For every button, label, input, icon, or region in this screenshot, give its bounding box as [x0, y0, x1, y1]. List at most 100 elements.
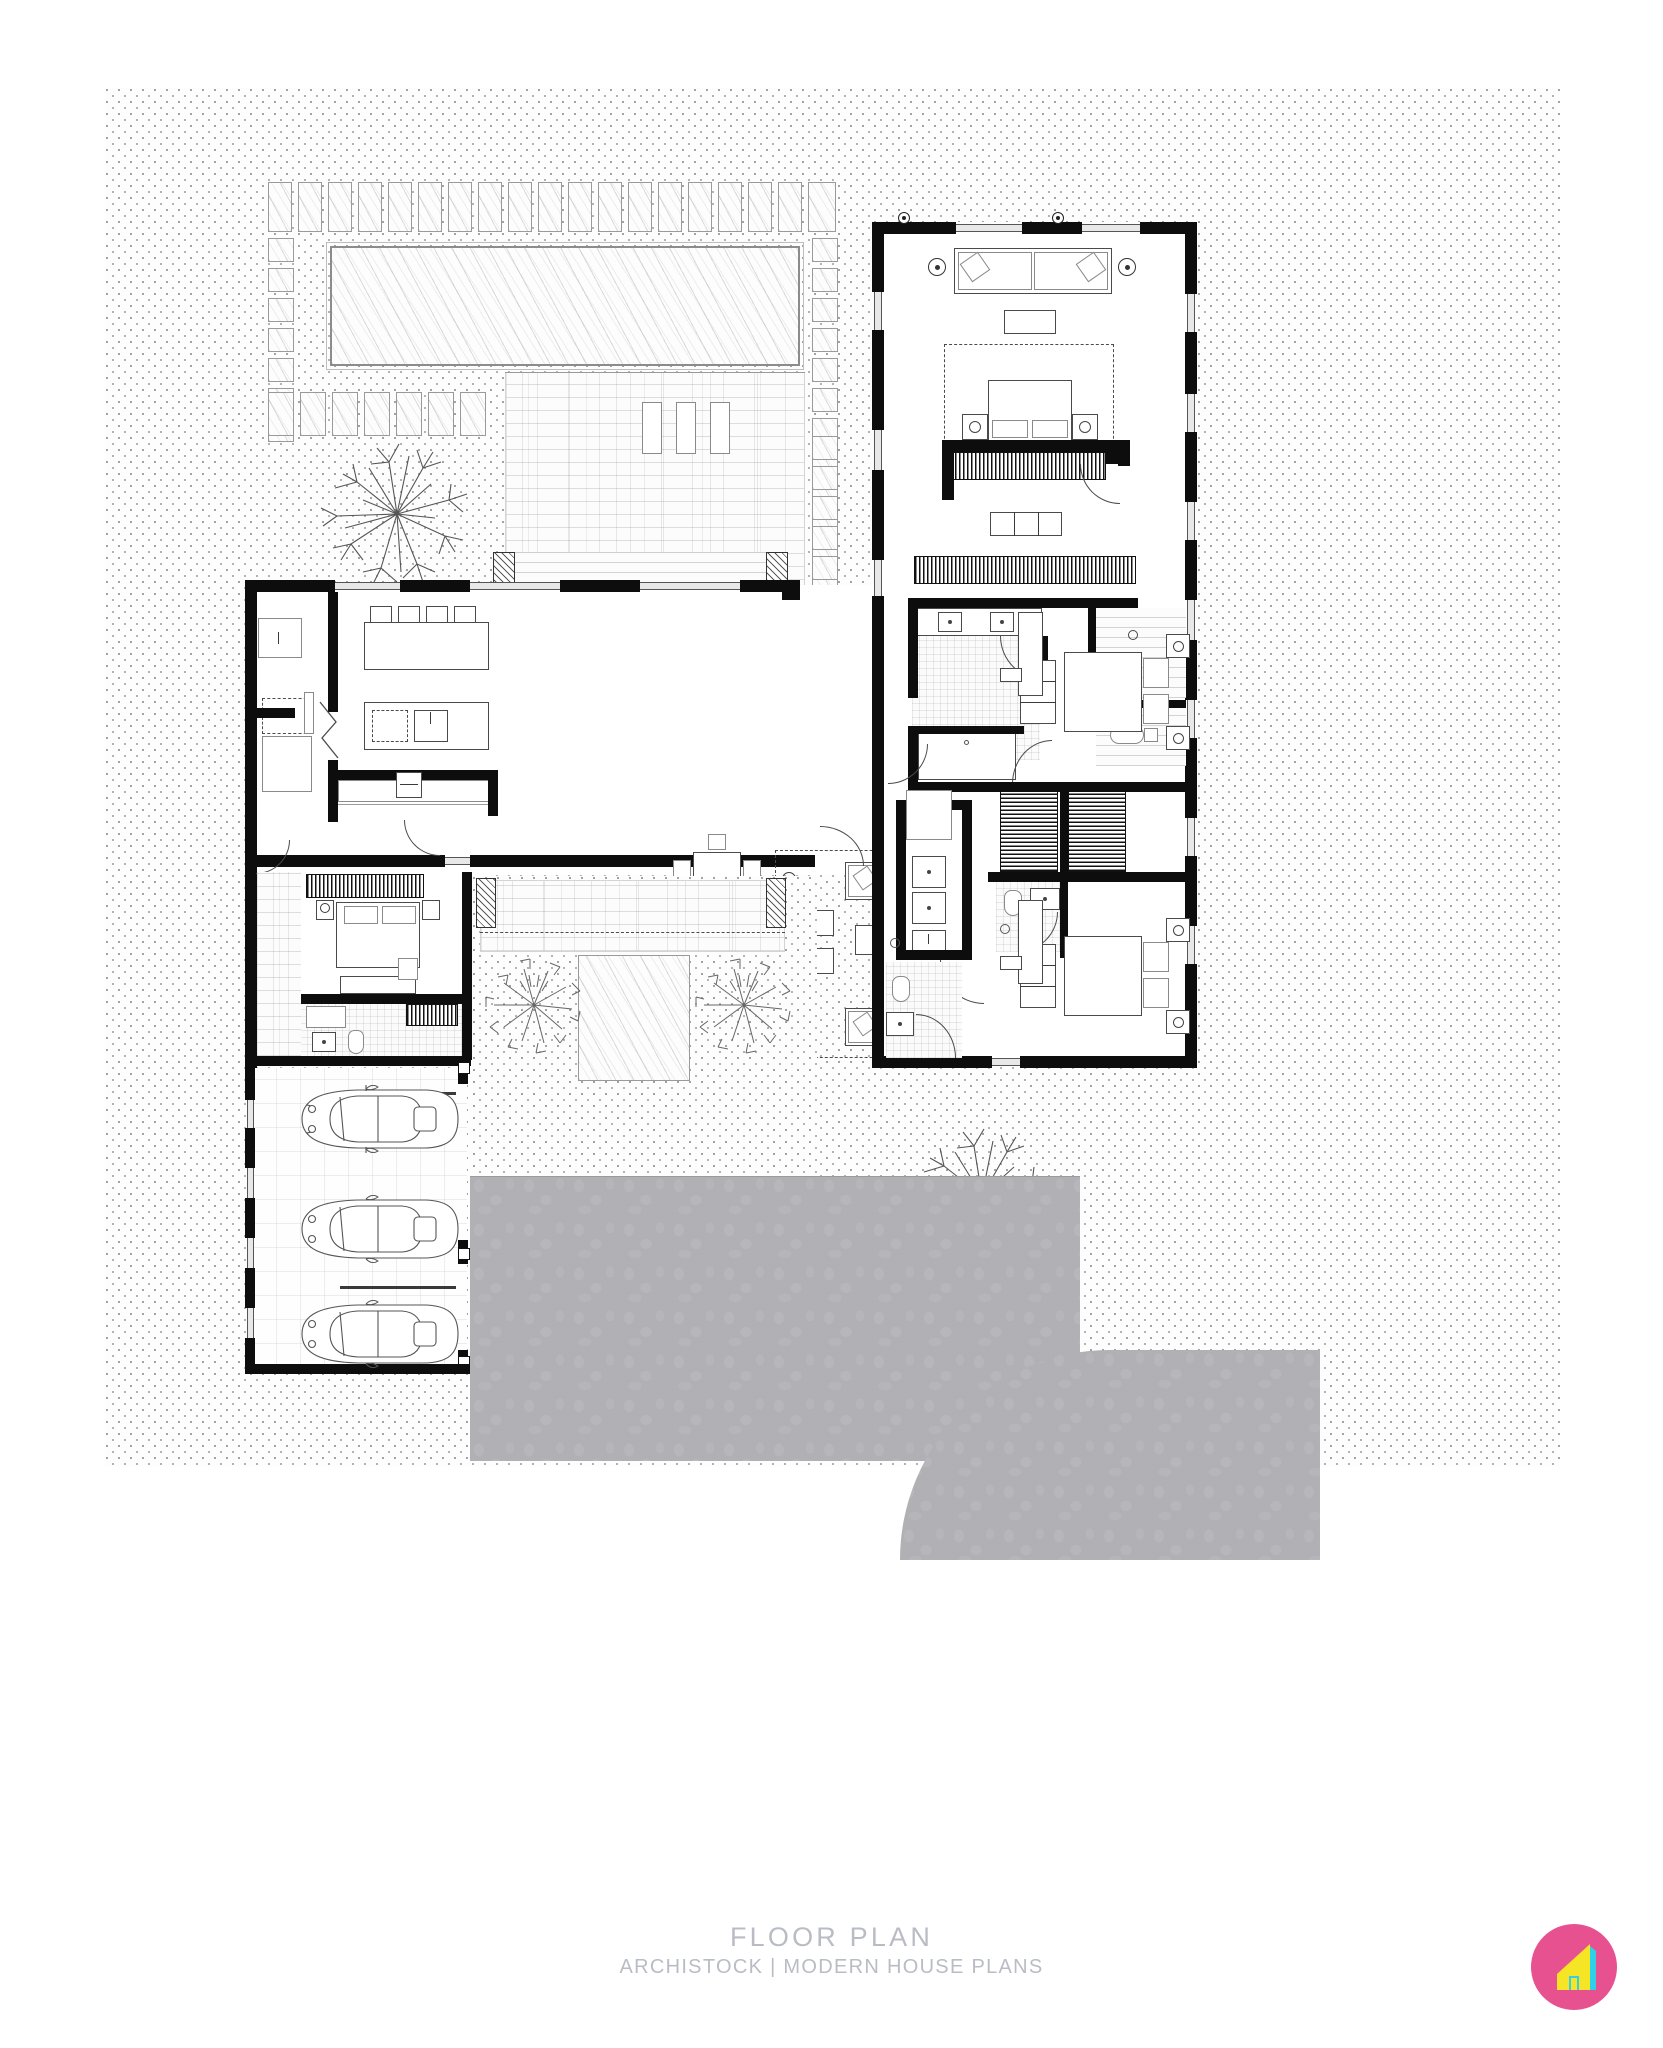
master-tub-drain: [964, 740, 969, 745]
guest-suite-wall-east: [462, 872, 472, 1057]
bar-stool-2: [398, 606, 420, 623]
master-closet-island-div2: [1038, 512, 1039, 536]
wing-window-e7: [1187, 926, 1195, 964]
master-bed-pillow-r: [1032, 420, 1068, 438]
wing-wall-east-3: [1185, 432, 1197, 502]
master-sink-1-drain: [948, 620, 952, 624]
garage-door-track-2: [340, 1286, 456, 1289]
master-closet-island: [990, 512, 1062, 536]
laundry-wall-west: [896, 800, 906, 950]
wing-window-e1: [1187, 294, 1195, 332]
master-bath-wall-top: [908, 598, 1138, 608]
bath2-sink-drain: [1043, 897, 1047, 901]
kitchen-island-sink: [414, 710, 448, 742]
courtyard-stone-wall: [480, 880, 785, 952]
garage-car-1: [282, 1083, 462, 1155]
north-slider-2: [470, 582, 560, 590]
guest-lamp-l: [320, 903, 330, 913]
master-closet-hang-2: [914, 556, 1136, 584]
garage-car-2: [282, 1194, 462, 1264]
master-closet-jamb: [1118, 440, 1130, 466]
laundry-wall-bottom: [896, 950, 972, 960]
kitchen-cooktop-outline: [372, 710, 408, 742]
bed3-dresser: [1018, 900, 1043, 984]
pantry-bifold-door[interactable]: [318, 700, 344, 760]
courtyard-pier-left: [476, 878, 496, 928]
kitchen-range: [396, 772, 422, 798]
garage-window-w3: [247, 1238, 254, 1268]
bed3-pillow-1: [1143, 942, 1169, 972]
garage-wall-west-1: [245, 1062, 255, 1100]
bath2-wall-east: [1060, 882, 1068, 958]
south-slider-1: [445, 857, 470, 865]
bed2-mattress: [1064, 652, 1142, 732]
master-toilet-tank: [1144, 728, 1158, 742]
master-nightstand-lamp-r: [1079, 421, 1091, 433]
wing-wall-west-1: [872, 222, 884, 292]
master-lamp-right: [1118, 258, 1136, 276]
wing-wall-west-2: [872, 330, 884, 430]
wing-wall-south: [872, 1056, 992, 1068]
west-side-patio: [257, 872, 301, 1056]
garage-car-3: [282, 1299, 462, 1369]
wing-corner-anchor-nw-dot: [902, 216, 906, 220]
master-lamp-right-dot: [1125, 265, 1130, 270]
laundry-dryer: [912, 892, 946, 924]
wing-wall-west-4: [872, 596, 884, 846]
guest-dresser: [398, 958, 418, 980]
wing-wall-north-c: [1140, 222, 1197, 234]
main-wall-top-c: [560, 580, 640, 592]
wing-wall-east-6: [1185, 738, 1197, 818]
bath3-toilet: [892, 976, 910, 1002]
bar-stool-1: [370, 606, 392, 623]
kitchen-counter-edge: [338, 804, 488, 805]
wing-wall-south-b: [1020, 1056, 1197, 1068]
main-wall-top-e: [782, 580, 800, 600]
pool-paver-row-bottom-left: [268, 392, 508, 436]
master-closet-wall-right: [1106, 440, 1118, 464]
wing-south-window: [992, 1058, 1020, 1066]
wing-wall-north: [872, 222, 956, 234]
guest-bench: [340, 976, 416, 994]
bed3-pillow-2: [1143, 978, 1169, 1008]
bed2-lamp-bottom: [1173, 733, 1184, 744]
rear-wall-window-3: [710, 402, 730, 454]
pool-paver-wrap-lower: [812, 436, 840, 596]
master-closet-wall: [942, 440, 1112, 452]
courtyard-pier-right: [766, 878, 786, 928]
wing-window-w3: [874, 560, 882, 596]
bath2-shower-head: [1000, 924, 1010, 934]
guest-bed-pillow-l: [344, 906, 378, 924]
main-wall-top: [245, 580, 335, 592]
kitchen-island: [364, 622, 489, 670]
dining-chair-n: [708, 834, 726, 850]
bed2-dresser: [1018, 612, 1043, 696]
main-wall-top-b: [400, 580, 470, 592]
archistock-logo[interactable]: [1531, 1924, 1617, 2010]
bed3-lamp-bottom: [1173, 1017, 1184, 1028]
bar-stool-3: [426, 606, 448, 623]
guest-bath-closet: [406, 1004, 458, 1026]
master-closet-island-div1: [1014, 512, 1015, 536]
courtyard-shrub-east: [688, 952, 800, 1058]
kitchen-island-faucet: [430, 712, 431, 724]
north-slider-3: [640, 582, 740, 590]
hall-wall-left: [872, 820, 884, 940]
courtyard-shrub-west: [478, 952, 590, 1058]
master-bed-pillow-l: [992, 420, 1028, 438]
wing-window-e5: [1187, 700, 1195, 738]
garage-window-w4: [247, 1308, 254, 1338]
guest-bath-tub: [306, 1006, 346, 1028]
laundry-dryer-dot: [927, 906, 931, 910]
swimming-pool: [326, 242, 804, 370]
garage-post-marker-1: [458, 1062, 470, 1074]
master-sink-2-drain: [1000, 620, 1004, 624]
guest-bed-pillow-r: [382, 906, 416, 924]
kitchen-counter-end: [488, 770, 498, 816]
master-lamp-left-dot: [935, 265, 940, 270]
rear-wall-window-2: [676, 402, 696, 454]
guest-bath-wall-top: [300, 994, 464, 1004]
pool-paver-row-top: [268, 182, 838, 232]
guest-wardrobe: [306, 874, 424, 898]
